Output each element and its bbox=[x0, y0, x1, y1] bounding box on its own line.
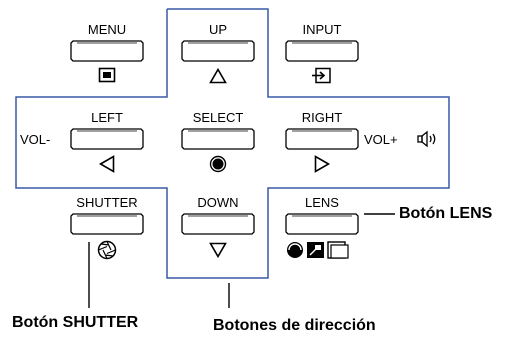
right-label: RIGHT bbox=[301, 110, 343, 125]
down-button[interactable] bbox=[181, 213, 255, 235]
vol-minus-label: VOL- bbox=[20, 132, 51, 147]
select-button[interactable] bbox=[181, 128, 255, 150]
left-label: LEFT bbox=[91, 110, 123, 125]
down-label: DOWN bbox=[197, 195, 239, 210]
lens-callout: Botón LENS bbox=[399, 205, 493, 222]
input-arrow-icon bbox=[312, 67, 332, 84]
speaker-icon bbox=[417, 130, 439, 148]
menu-label: MENU bbox=[87, 22, 127, 37]
focus-icon bbox=[287, 242, 303, 258]
vol-plus-label: VOL+ bbox=[364, 132, 398, 147]
select-label: SELECT bbox=[192, 110, 244, 125]
shutter-button[interactable] bbox=[70, 213, 144, 235]
triangle-down-icon bbox=[209, 242, 227, 258]
shutter-aperture-icon bbox=[97, 240, 117, 260]
menu-button[interactable] bbox=[70, 40, 144, 62]
lens-label: LENS bbox=[305, 195, 339, 210]
menu-square-icon bbox=[98, 67, 116, 83]
left-button[interactable] bbox=[70, 128, 144, 150]
filled-circle-icon bbox=[209, 155, 227, 173]
up-button[interactable] bbox=[181, 40, 255, 62]
up-label: UP bbox=[208, 22, 228, 37]
input-button[interactable] bbox=[285, 40, 359, 62]
zoom-icon bbox=[307, 242, 324, 258]
right-button[interactable] bbox=[285, 128, 359, 150]
triangle-right-icon bbox=[314, 155, 330, 173]
lens-function-icons bbox=[286, 240, 366, 260]
shutter-callout: Botón SHUTTER bbox=[12, 314, 139, 331]
lens-shift-icon bbox=[327, 241, 349, 259]
shutter-label: SHUTTER bbox=[76, 195, 138, 210]
direction-callout: Botones de dirección bbox=[213, 317, 376, 334]
lens-button[interactable] bbox=[285, 213, 359, 235]
triangle-up-icon bbox=[209, 68, 227, 84]
triangle-left-icon bbox=[99, 155, 115, 173]
input-label: INPUT bbox=[302, 22, 342, 37]
